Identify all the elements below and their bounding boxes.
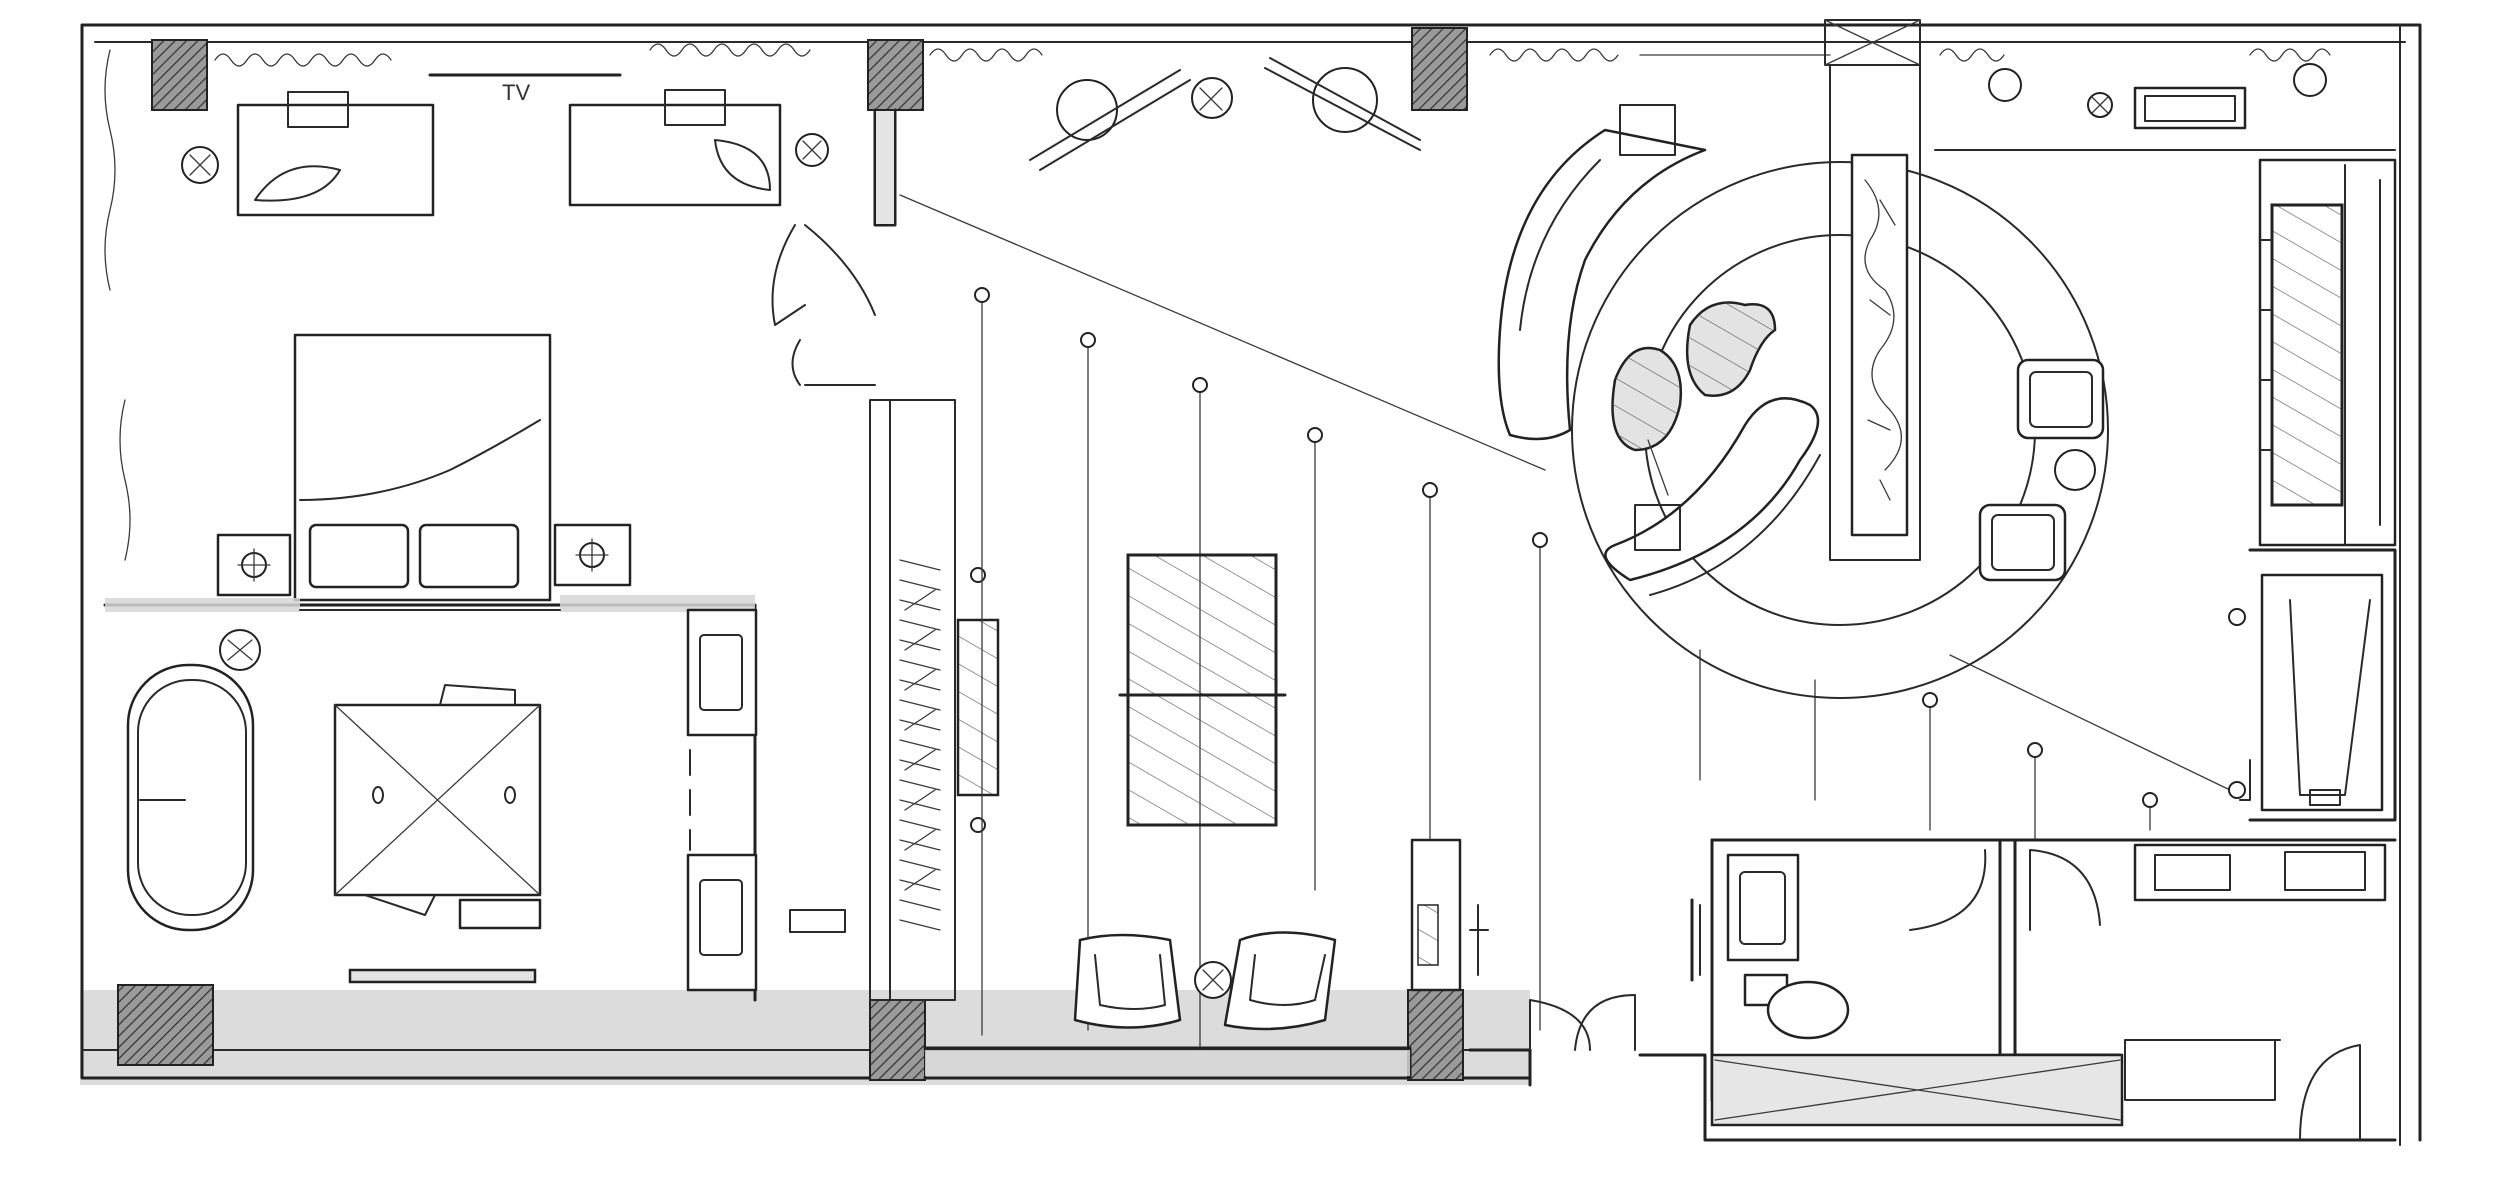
lounge-chair-left	[1073, 933, 1182, 1029]
glass-table-upper	[1126, 553, 1278, 697]
desk-left	[236, 103, 435, 217]
curtains	[104, 43, 2331, 791]
glass-table-lower	[1126, 693, 1278, 827]
desk-lamp-left	[287, 91, 349, 128]
hanging-clothes	[899, 559, 941, 931]
guest-wc	[1690, 838, 2397, 1141]
closet-mirror	[956, 618, 1000, 797]
vanity-sink-top	[686, 608, 758, 737]
chair-right	[714, 139, 771, 191]
right-bay	[1934, 63, 2397, 822]
sofa-cushion-upper	[1619, 104, 1676, 156]
tv-label: TV	[502, 80, 530, 105]
pillow-left	[308, 523, 410, 589]
pendant-heads	[974, 287, 2158, 808]
bench	[2124, 1039, 2276, 1101]
storage-shelf	[2133, 843, 2387, 902]
armchair-lower	[1978, 503, 2067, 582]
sculpture-left	[1056, 79, 1118, 141]
towel-rack	[789, 909, 846, 933]
closet-door-swing	[2029, 849, 2101, 931]
round-lounge	[1497, 64, 2109, 699]
lounge-chair-right	[1223, 931, 1337, 1031]
chair-left	[254, 165, 341, 202]
structural-columns	[117, 19, 1921, 1081]
entry	[1410, 838, 1636, 1052]
entry-door-swing-right	[1574, 994, 1636, 1051]
wall-lamp-1	[1988, 68, 2022, 102]
bath-bench	[458, 898, 542, 930]
planter-spine	[1829, 64, 1921, 561]
pillow-right	[418, 523, 520, 589]
exit-door-swing	[2299, 1044, 2361, 1141]
armchair-upper	[2016, 358, 2105, 440]
bath-shelf	[348, 968, 537, 984]
bathtub	[126, 663, 255, 932]
bar-top	[2270, 203, 2344, 507]
lounge-inner-ring	[1644, 234, 2036, 626]
central-corridor	[923, 57, 2158, 1080]
desk-lamp-right	[664, 89, 726, 126]
sight-line-lower	[1949, 654, 2231, 791]
sight-line-upper	[899, 194, 1546, 471]
master-bathroom	[126, 608, 846, 992]
display-cabinet	[2260, 573, 2384, 812]
entry-door-swing-left	[1529, 999, 1591, 1051]
bedroom: TV	[181, 73, 829, 602]
vanity-sink-bottom	[686, 853, 758, 992]
lounge-outer-ring	[1571, 161, 2109, 699]
desk-right	[568, 103, 782, 207]
toilet	[1766, 980, 1850, 1040]
curved-sofa-lower	[1604, 397, 1820, 582]
planter-box	[1850, 153, 1909, 537]
curved-sofa-upper	[1497, 128, 1707, 441]
wall-lamp-3	[2293, 63, 2327, 97]
wardrobe	[771, 108, 1000, 1001]
lounge-side-table	[2054, 449, 2096, 491]
sofa-cushion-lower	[1634, 504, 1681, 551]
wc-door-swing	[1909, 849, 1987, 931]
